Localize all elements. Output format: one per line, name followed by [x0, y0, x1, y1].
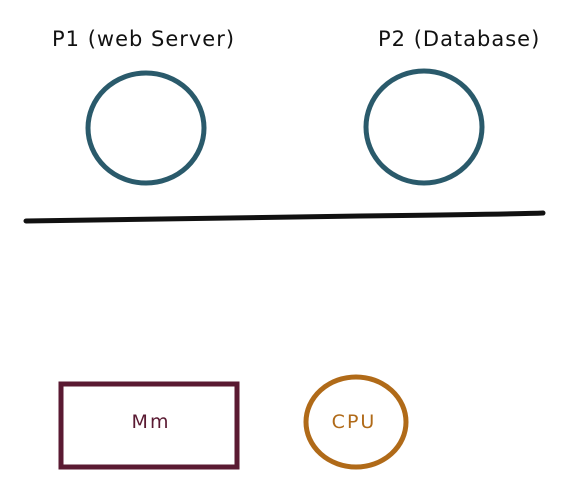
cpu-label: CPU — [332, 411, 377, 433]
p1-process-circle — [85, 70, 207, 186]
memory-box — [58, 381, 240, 470]
p1-label: P1 (web Server) — [52, 27, 235, 51]
cpu-circle — [303, 374, 409, 470]
p2-label: P2 (Database) — [378, 27, 540, 51]
p2-process-circle — [363, 68, 485, 186]
memory-label: Mm — [132, 411, 171, 433]
boundary-line — [23, 210, 546, 224]
